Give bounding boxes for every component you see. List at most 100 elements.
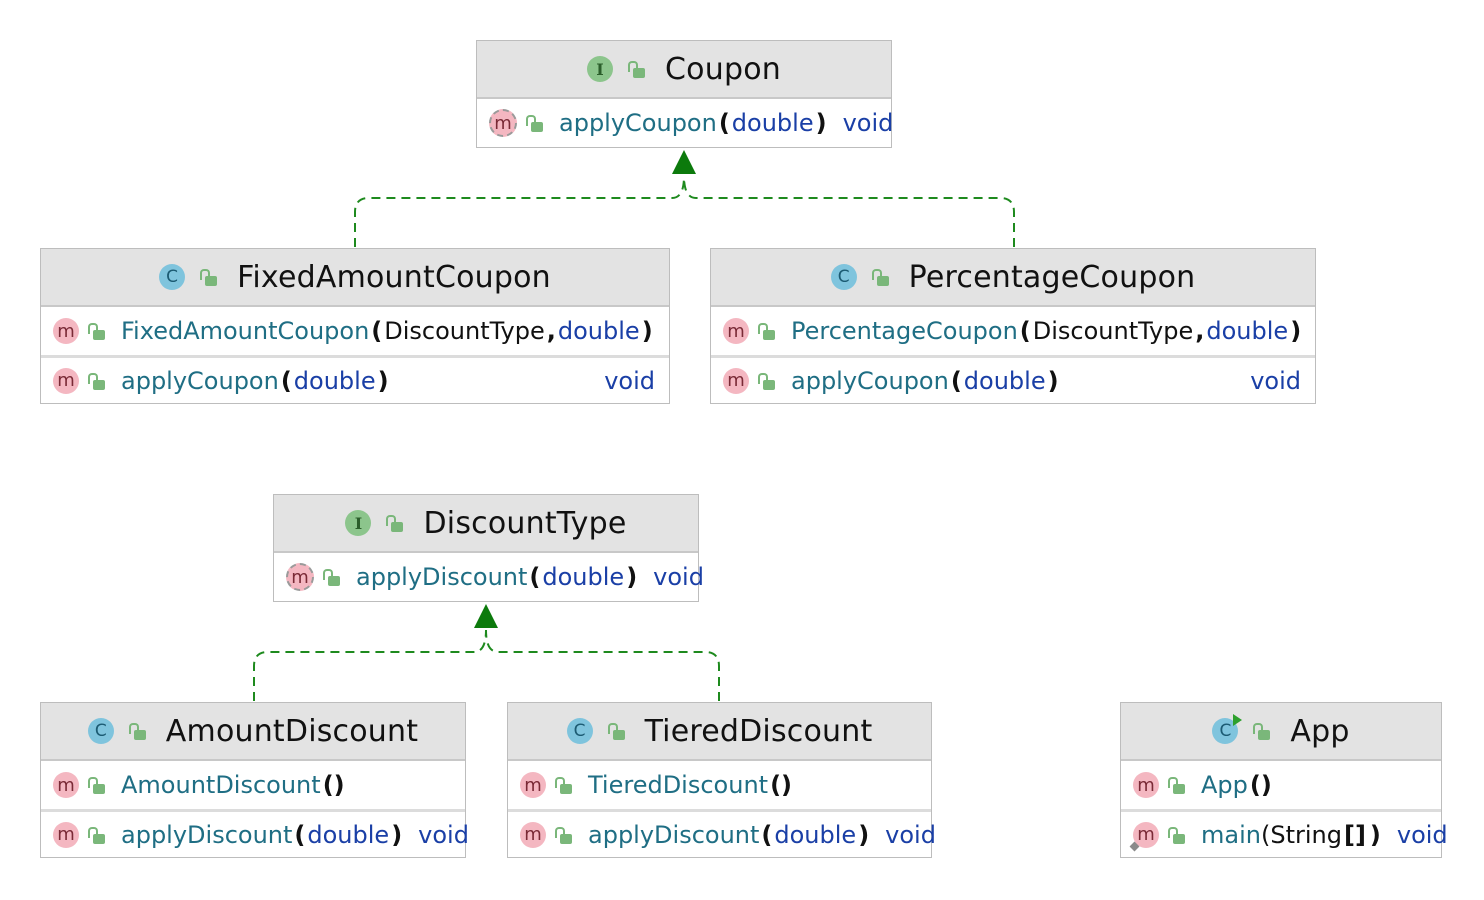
abstract-method-icon: m [286, 563, 314, 591]
method-icon: m [53, 772, 79, 798]
constructor-row[interactable]: m FixedAmountCoupon ( DiscountType , dou… [41, 307, 669, 355]
return-type: void [604, 366, 655, 395]
edge-amountdiscount-to-discounttype [253, 629, 487, 701]
param-type: double [293, 366, 376, 395]
paren-open: ( [529, 563, 541, 591]
public-lock-icon [871, 268, 889, 286]
discounttype-header: I DiscountType [274, 495, 698, 553]
arrowhead-discounttype [474, 604, 498, 628]
app-header: C App [1121, 703, 1441, 761]
paren-close: ) [1047, 366, 1059, 395]
paren-close: ) [1369, 820, 1381, 849]
method-icon: m [723, 318, 749, 344]
tiereddiscount-header: C TieredDiscount [508, 703, 931, 761]
method-name: applyDiscount [121, 820, 293, 849]
method-row[interactable]: m applyCoupon ( double ) void [477, 99, 894, 147]
app-class-box[interactable]: C App m App () m main ( String [] ) void [1120, 702, 1448, 858]
paren-open: ( [718, 109, 730, 137]
discounttype-interface-box[interactable]: I DiscountType m applyDiscount ( double … [273, 494, 704, 602]
param-type: double [307, 820, 390, 849]
abstract-method-icon: m [489, 109, 517, 137]
public-lock-icon [87, 776, 105, 794]
param-type: double [731, 109, 814, 137]
constructor-name: TieredDiscount [588, 771, 769, 799]
class-name: FixedAmountCoupon [237, 259, 551, 295]
param-type: double [542, 563, 625, 591]
constructor-name: FixedAmountCoupon [121, 317, 370, 345]
paren-open: ( [1260, 820, 1271, 849]
constructor-row[interactable]: m PercentageCoupon ( DiscountType , doub… [711, 307, 1315, 355]
paren-close: ) [858, 820, 870, 849]
edge-tiereddiscount-to-discounttype [485, 629, 720, 701]
amountdiscount-class-box[interactable]: C AmountDiscount m AmountDiscount () m a… [40, 702, 469, 858]
param-type: double [963, 366, 1046, 395]
arrowhead-coupon [672, 150, 696, 174]
class-name: AmountDiscount [165, 713, 419, 749]
public-lock-icon [607, 722, 625, 740]
public-lock-icon [322, 568, 340, 586]
public-lock-icon [525, 114, 543, 132]
static-method-icon: m [1133, 821, 1159, 848]
return-type: void [1250, 366, 1301, 395]
public-lock-icon [1252, 722, 1271, 740]
coupon-interface-box[interactable]: I Coupon m applyCoupon ( double ) void [476, 40, 894, 148]
constructor-name: PercentageCoupon [791, 317, 1018, 345]
public-lock-icon [757, 322, 775, 340]
tiereddiscount-class-box[interactable]: C TieredDiscount m TieredDiscount () m a… [507, 702, 936, 858]
constructor-name: App [1201, 771, 1248, 799]
constructor-row[interactable]: m TieredDiscount () [508, 761, 931, 809]
method-row[interactable]: m applyDiscount ( double ) void [41, 809, 469, 857]
amountdiscount-header: C AmountDiscount [41, 703, 465, 761]
method-icon: m [520, 772, 546, 798]
paren-open: ( [950, 366, 962, 395]
paren-close: ) [391, 820, 403, 849]
fixedamountcoupon-class-box[interactable]: C FixedAmountCoupon m FixedAmountCoupon … [40, 248, 670, 404]
interface-icon: I [587, 56, 614, 82]
class-icon: C [566, 718, 593, 744]
class-icon: C [830, 264, 857, 290]
param-type: DiscountType [1032, 317, 1194, 345]
method-icon: m [1133, 772, 1159, 798]
public-lock-icon [199, 268, 218, 286]
method-row[interactable]: m applyDiscount ( double ) void [274, 553, 704, 601]
public-lock-icon [554, 826, 572, 844]
param-type: double [774, 820, 857, 849]
return-type: void [885, 820, 936, 849]
public-lock-icon [128, 722, 146, 740]
fixedamountcoupon-header: C FixedAmountCoupon [41, 249, 669, 307]
paren-close: ) [626, 563, 638, 591]
public-lock-icon [385, 514, 404, 532]
empty-parens: () [322, 771, 345, 799]
coupon-header: I Coupon [477, 41, 891, 99]
class-name: App [1290, 713, 1350, 749]
public-lock-icon [554, 776, 572, 794]
return-type: void [1396, 820, 1448, 849]
constructor-row[interactable]: m AmountDiscount () [41, 761, 465, 809]
method-name: applyDiscount [356, 563, 528, 591]
method-icon: m [520, 821, 546, 848]
paren-open: ( [294, 820, 306, 849]
method-row[interactable]: m applyCoupon ( double ) void [41, 355, 669, 403]
method-row[interactable]: m main ( String [] ) void [1121, 809, 1448, 857]
return-type: void [418, 820, 469, 849]
public-lock-icon [757, 372, 775, 390]
class-name: Coupon [665, 51, 781, 87]
public-lock-icon [87, 372, 105, 390]
percentagecoupon-header: C PercentageCoupon [711, 249, 1315, 307]
param-type: String [1270, 820, 1342, 849]
constructor-row[interactable]: m App () [1121, 761, 1441, 809]
method-name: applyDiscount [588, 820, 760, 849]
method-row[interactable]: m applyDiscount ( double ) void [508, 809, 936, 857]
method-row[interactable]: m applyCoupon ( double ) void [711, 355, 1315, 403]
method-name: main [1201, 820, 1261, 849]
return-type: void [842, 109, 894, 137]
param-type: double [557, 317, 640, 345]
method-name: applyCoupon [121, 366, 279, 395]
interface-icon: I [345, 510, 372, 536]
paren-open: ( [371, 317, 383, 345]
public-lock-icon [87, 826, 105, 844]
param-type: DiscountType [384, 317, 545, 345]
percentagecoupon-class-box[interactable]: C PercentageCoupon m PercentageCoupon ( … [710, 248, 1316, 404]
paren-close: ) [641, 317, 653, 345]
